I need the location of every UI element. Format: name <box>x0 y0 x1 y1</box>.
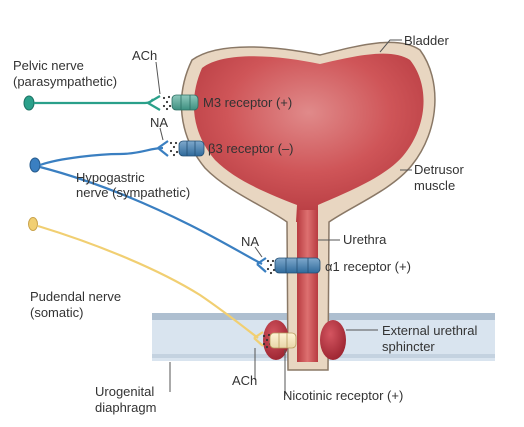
na-top-label: NA <box>150 115 168 130</box>
bladder-label: Bladder <box>404 33 449 48</box>
detrusor-label: Detrusor <box>414 162 465 177</box>
na-mid-label: NA <box>241 234 259 249</box>
hypogastric-nerve <box>29 140 267 273</box>
nicotinic-receptor-label: Nicotinic receptor (+) <box>283 388 403 403</box>
a1-receptor-label: α1 receptor (+) <box>325 259 411 274</box>
m3-receptor <box>171 94 199 111</box>
ach-bottom-label: ACh <box>232 373 257 388</box>
urogenital-diaphragm-label: Urogenital <box>95 384 154 399</box>
pelvic-nerve-sublabel: (parasympathetic) <box>13 74 117 89</box>
pelvic-nerve-label: Pelvic nerve <box>13 58 84 73</box>
b3-receptor-label: β3 receptor (–) <box>208 141 294 156</box>
hypogastric-nerve-label: Hypogastric <box>76 170 145 185</box>
na-vesicles-mid <box>266 259 276 275</box>
ach-vesicles-bottom <box>262 333 272 349</box>
ach-top-label: ACh <box>132 48 157 63</box>
pudendal-nerve-sublabel: (somatic) <box>30 305 83 320</box>
hypogastric-nerve-sublabel: nerve (sympathetic) <box>76 185 190 200</box>
ach-vesicles-top <box>162 95 172 111</box>
sphincter-label: External urethral <box>382 323 477 338</box>
pudendal-nerve <box>28 217 264 347</box>
pelvic-nerve <box>23 95 161 111</box>
detrusor-sublabel: muscle <box>414 178 455 193</box>
pudendal-nerve-label: Pudendal nerve <box>30 289 121 304</box>
b3-receptor <box>178 140 205 157</box>
bladder <box>180 41 436 371</box>
m3-receptor-label: M3 receptor (+) <box>203 95 292 110</box>
urethra-label: Urethra <box>343 232 387 247</box>
a1-receptor <box>274 257 321 274</box>
nicotinic-receptor <box>269 332 297 349</box>
urogenital-diaphragm-sublabel: diaphragm <box>95 400 156 415</box>
na-vesicles-top <box>169 141 179 157</box>
sphincter-sublabel: sphincter <box>382 339 435 354</box>
leader-lines <box>155 39 412 396</box>
